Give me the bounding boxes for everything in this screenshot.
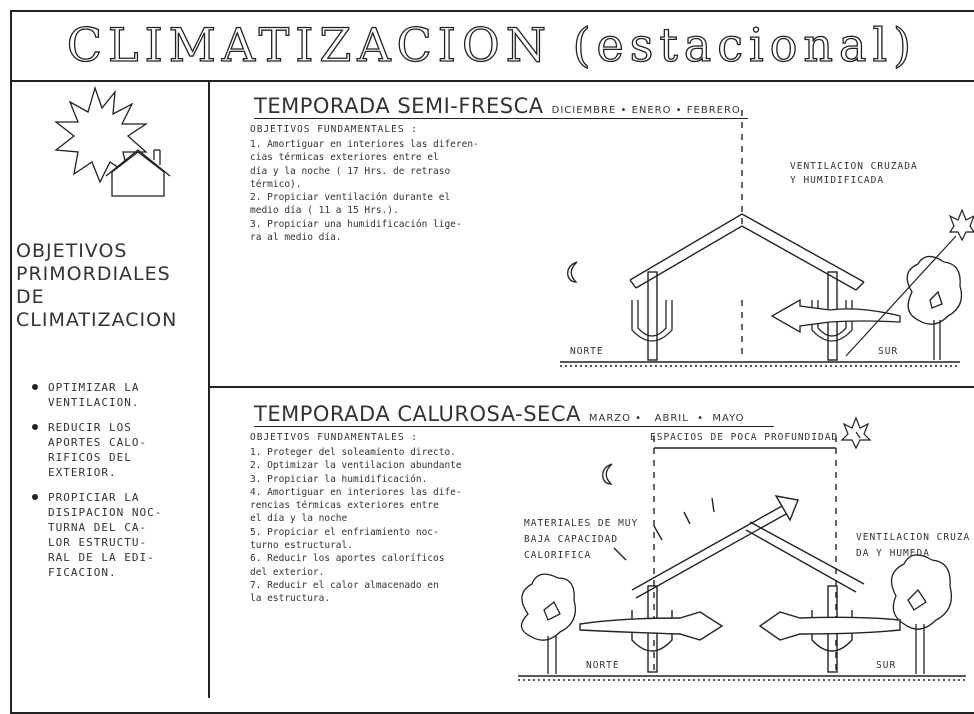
moon-icon (567, 261, 613, 485)
label-line: Y HUMIDIFICADA (790, 175, 885, 186)
label-sur-top: SUR (878, 346, 899, 357)
label-line: BAJA CAPACIDAD (524, 534, 619, 545)
label-ventilacion-top: VENTILACION CRUZADA Y HUMIDIFICADA (790, 160, 918, 188)
objective-line: 3. Propiciar una humidificación lige- (250, 218, 462, 230)
heading-line: OBJETIVOS (16, 240, 128, 262)
label-norte-bottom: NORTE (586, 660, 620, 671)
section-months: MARZO • ABRIL • MAYO (588, 413, 745, 424)
label-line: DA Y HUMEDA (856, 548, 930, 559)
label-espacios: ESPACIOS DE POCA PROFUNDIDAD (650, 432, 839, 443)
list-item-line: RIFICOS DEL (48, 451, 132, 464)
column-divider (208, 82, 210, 698)
label-norte-top: NORTE (570, 346, 604, 357)
drawings-layer (54, 85, 974, 681)
objective-line: turno estructural. (250, 540, 353, 552)
section-months: DICIEMBRE • ENERO • FEBRERO (551, 105, 741, 116)
humidifier-icon (631, 300, 853, 342)
objective-line: 1. Proteger del soleamiento directo. (250, 447, 456, 458)
sun-icon (840, 208, 974, 450)
objective-line: 5. Propiciar el enfriamiento noc- (250, 526, 439, 538)
objective-line: la estructura. (250, 593, 331, 605)
list-item-line: APORTES CALO- (48, 436, 148, 449)
title-underline (254, 118, 748, 119)
section-title-text: TEMPORADA CALUROSA-SECA (254, 402, 581, 426)
list-item-line: REDUCIR LOS (48, 421, 132, 434)
objective-line: del exterior. (250, 566, 325, 578)
objective-line: cias térmicas exteriores entre el (250, 152, 439, 164)
objective-line: 1. Amortiguar en interiores las diferen- (250, 139, 479, 150)
objective-line: 2. Propiciar ventilación durante el (250, 192, 451, 204)
objectives-heading-top: OBJETIVOS FUNDAMENTALES : (250, 124, 418, 135)
objective-line: 7. Reducir el calor almacenado en (250, 579, 439, 591)
label-ventilacion-bottom: VENTILACION CRUZA DA Y HUMEDA (856, 530, 970, 562)
label-line: MATERIALES DE MUY (524, 518, 639, 529)
list-item-line: PROPICIAR LA (48, 491, 140, 504)
objective-line: medio día ( 11 a 15 Hrs.). (250, 205, 399, 217)
label-line: VENTILACION CRUZA (856, 532, 971, 543)
wind-arrow-icon (770, 298, 901, 334)
label-line: CALORIFICA (524, 550, 592, 561)
objectives-list: OPTIMIZAR LA VENTILACION. REDUCIR LOS AP… (32, 380, 204, 590)
objective-line: ra al medio día. (250, 232, 342, 244)
list-item-line: EXTERIOR. (48, 466, 117, 479)
list-item-line: FICACION. (48, 566, 117, 579)
bottom-house-diagram (518, 436, 966, 681)
label-line: VENTILACION CRUZADA (790, 161, 918, 172)
list-item: OPTIMIZAR LA VENTILACION. (32, 380, 204, 410)
list-item-line: TURNA DEL CA- (48, 521, 148, 534)
objective-line: día y la noche ( 17 Hrs. de retraso (250, 165, 451, 177)
objectives-list-bottom: 1. Proteger del soleamiento directo. 2. … (250, 446, 462, 606)
objective-line: 3. Propiciar la humidificación. (250, 473, 428, 485)
objective-line: 6. Reducir los aportes caloríficos (250, 553, 445, 565)
title-underline (254, 426, 774, 427)
objective-line: 2. Optimizar la ventilacion abundante (250, 460, 462, 472)
list-item-line: DISIPACION NOC- (48, 506, 163, 519)
list-item-line: LOR ESTRUCTU- (48, 536, 148, 549)
title-divider (10, 80, 974, 82)
section-title-semi-fresca: TEMPORADA SEMI-FRESCA DICIEMBRE • ENERO •… (254, 94, 741, 118)
objectives-heading-bottom: OBJETIVOS FUNDAMENTALES : (250, 432, 418, 443)
list-item: REDUCIR LOS APORTES CALO- RIFICOS DEL EX… (32, 420, 204, 480)
heading-line: CLIMATIZACION (16, 309, 178, 331)
heading-line: PRIMORDIALES (16, 263, 171, 285)
objectives-heading: OBJETIVOS PRIMORDIALES DE CLIMATIZACION (16, 240, 206, 332)
label-materiales: MATERIALES DE MUY BAJA CAPACIDAD CALORIF… (524, 516, 638, 564)
section-title-text: TEMPORADA SEMI-FRESCA (254, 94, 544, 118)
top-house-diagram (560, 110, 960, 367)
list-item-line: OPTIMIZAR LA (48, 381, 140, 394)
list-item-line: VENTILACION. (48, 396, 140, 409)
list-item: PROPICIAR LA DISIPACION NOC- TURNA DEL C… (32, 490, 204, 580)
heading-line: DE (16, 286, 45, 308)
page-title: CLIMATIZACION (estacional) (66, 17, 918, 72)
section-title-calurosa-seca: TEMPORADA CALUROSA-SECA MARZO • ABRIL • M… (254, 402, 745, 426)
sun-icon (54, 85, 149, 184)
objectives-list-top: 1. Amortiguar en interiores las diferen-… (250, 138, 479, 244)
label-sur-bottom: SUR (876, 660, 897, 671)
objective-line: 4. Amortiguar en interiores las dife- (250, 486, 462, 498)
house-icon (105, 149, 171, 197)
objective-line: térmico). (250, 178, 302, 190)
objective-line: el día y la noche (250, 513, 348, 525)
objective-line: rencias térmicas exteriores entre (250, 500, 439, 512)
tree-icon (520, 255, 963, 674)
section-divider (210, 386, 974, 388)
list-item-line: RAL DE LA EDI- (48, 551, 155, 564)
